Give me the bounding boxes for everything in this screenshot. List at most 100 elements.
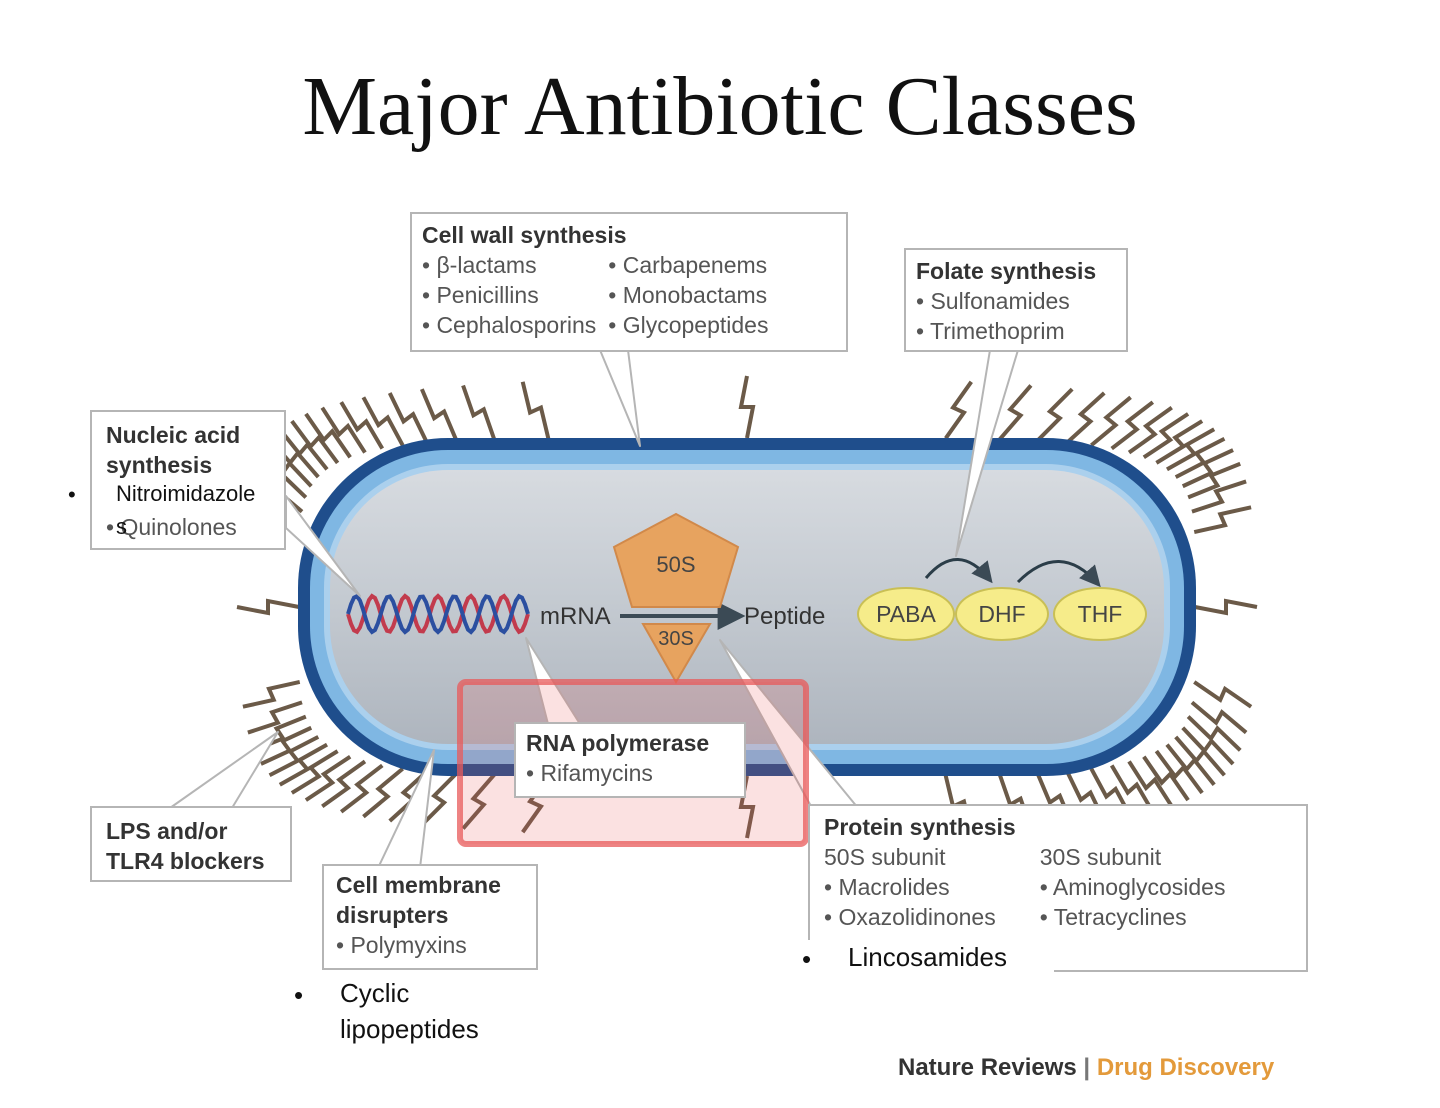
lps-spike	[1181, 448, 1234, 489]
folate-item: • Sulfonamides	[916, 288, 1070, 314]
lps-spike	[268, 735, 320, 778]
ribosome-30s-label: 30S	[658, 628, 694, 650]
thf-label: THF	[1078, 601, 1123, 627]
peptide-label: Peptide	[744, 603, 825, 630]
lps-spike	[1186, 715, 1242, 752]
lps-spike	[339, 401, 385, 450]
source-credit: Nature Reviews | Drug Discovery	[898, 1054, 1274, 1082]
cell-wall-pointer	[599, 349, 641, 447]
thf-node	[1053, 587, 1147, 641]
nucleic-heading-line1: Nucleic acid	[106, 422, 241, 448]
lps-spike	[1155, 419, 1204, 465]
folate-arrow-2	[1016, 560, 1101, 588]
cyclic-bullet: •	[294, 980, 304, 1010]
lps-spike	[236, 598, 300, 616]
lps-spike	[1193, 680, 1253, 709]
nucleic-acid-box: Nucleic acid synthesis • Quinolones	[90, 410, 286, 550]
credit-section: Drug Discovery	[1096, 1054, 1275, 1081]
cell-wall-item: • β-lactams	[422, 252, 537, 278]
protein-50s-head: 50S subunit	[824, 844, 946, 870]
lps-spike	[1142, 755, 1190, 802]
lps-spike	[247, 700, 303, 735]
lps-spike	[1181, 726, 1235, 766]
ribosome-30s	[641, 623, 712, 684]
lps-spike	[944, 380, 973, 440]
folate-arrow-1	[924, 558, 993, 584]
cyclic-line2: lipopeptides	[340, 1014, 479, 1044]
dna-helix	[346, 593, 530, 635]
lps-spike	[1110, 400, 1155, 451]
protein-30s-item: • Tetracyclines	[1039, 904, 1187, 930]
paba-node	[857, 587, 955, 641]
lps-spike	[339, 763, 384, 814]
nitroimidazole-line1: Nitroimidazole	[116, 481, 256, 506]
lincosamides-overlay	[798, 940, 1054, 980]
membrane-line2: disrupters	[336, 902, 449, 928]
paba-label: PABA	[876, 601, 936, 627]
lps-spike	[420, 772, 458, 827]
lps-spike	[1190, 700, 1248, 735]
lps-spike	[242, 680, 301, 709]
lps-spike	[321, 759, 367, 808]
lps-spike	[290, 419, 340, 465]
slide-title: Major Antibiotic Classes	[302, 60, 1138, 153]
lps-spike	[1142, 412, 1190, 459]
lps-spike	[461, 384, 497, 440]
lps-spike	[1174, 436, 1226, 479]
credit-separator: |	[1076, 1054, 1097, 1081]
lps-spike	[1127, 406, 1173, 455]
lps-spike	[361, 396, 405, 447]
lps-spike	[1127, 760, 1174, 808]
rna-polymerase-box: RNA polymerase • Rifamycins	[514, 722, 746, 798]
folate-heading: Folate synthesis	[916, 258, 1097, 284]
nitroimidazole-overlay	[96, 478, 282, 514]
cyclic-line1: Cyclic	[340, 978, 410, 1008]
lps-spike	[260, 725, 313, 766]
lps-spike	[1109, 764, 1155, 813]
lincosamides-text: Lincosamides	[848, 942, 1007, 972]
credit-journal: Nature Reviews	[898, 1054, 1077, 1081]
membrane-box: Cell membrane disrupters • Polymyxins	[322, 864, 538, 970]
lps-spike	[1191, 479, 1247, 514]
cell-wall-item: • Cephalosporins	[422, 312, 597, 338]
folate-box: Folate synthesis • Sulfonamides • Trimet…	[904, 248, 1128, 352]
protein-30s-head: 30S subunit	[1039, 844, 1162, 870]
lps-spike	[738, 375, 756, 439]
nucleic-heading-line2: synthesis	[106, 452, 213, 478]
lps-line1: LPS and/or	[106, 818, 228, 844]
lps-spike	[1187, 461, 1241, 500]
lps-spike	[304, 755, 352, 802]
protein-50s-item: • Macrolides	[824, 874, 950, 900]
folate-item: • Trimethoprim	[916, 318, 1065, 344]
cell-wall-box: Cell wall synthesis • β-lactams • Penici…	[410, 212, 848, 352]
dhf-label: DHF	[978, 601, 1025, 627]
lps-spike	[520, 381, 551, 439]
cell-wall-item: • Glycopeptides	[608, 312, 769, 338]
cell-wall-item: • Carbapenems	[608, 252, 768, 278]
dna-strand	[346, 593, 530, 635]
ribosome-50s	[612, 512, 740, 608]
nitroimidazole-line2: s	[116, 514, 127, 539]
rna-pol-item: • Rifamycins	[526, 760, 653, 786]
lps-spike	[1090, 395, 1132, 447]
lps-spike	[278, 742, 329, 787]
lps-spike	[320, 406, 367, 454]
lincosamides-bullet: •	[802, 944, 812, 974]
lps-spike	[304, 412, 352, 459]
lps-spike	[1154, 749, 1204, 795]
dhf-node	[955, 587, 1049, 641]
lps-spike	[1193, 505, 1252, 534]
lps-pointer	[169, 731, 279, 809]
cell-wall-heading: Cell wall synthesis	[422, 222, 627, 248]
protein-50s-item: • Oxazolidinones	[824, 904, 996, 930]
lps-spike	[998, 384, 1033, 441]
mrna-label: mRNA	[540, 603, 611, 630]
nitroimidazole-bullet: •	[68, 482, 76, 507]
nucleic-item: • Quinolones	[106, 514, 237, 540]
lps-spike	[1036, 387, 1074, 442]
lps-spike	[387, 392, 429, 444]
membrane-line1: Cell membrane	[336, 872, 501, 898]
lps-spike	[1165, 427, 1216, 472]
rna-pol-heading: RNA polymerase	[526, 730, 710, 756]
lps-spike	[1174, 735, 1226, 777]
